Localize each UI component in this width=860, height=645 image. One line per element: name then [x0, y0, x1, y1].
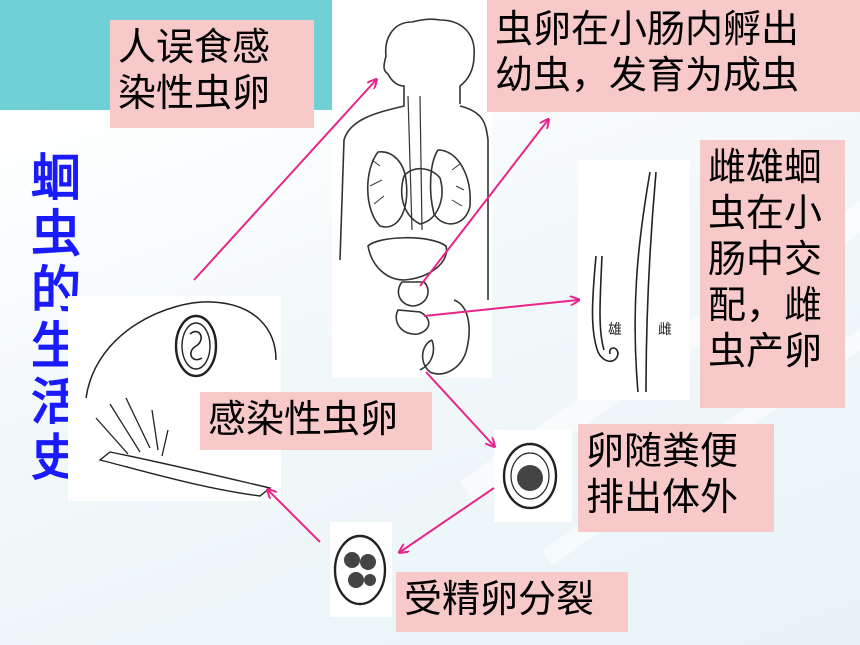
label-excrete: 卵随粪便 排出体外	[578, 424, 774, 532]
label-line: 虫在小	[708, 191, 823, 235]
arrow-infective	[268, 490, 321, 543]
excreted-egg-illustration	[502, 442, 558, 510]
label-line: 配，雌	[708, 283, 823, 327]
label-line: 排出体外	[586, 475, 739, 519]
human-body-illustration	[339, 18, 489, 375]
label-line: 虫产卵	[708, 329, 823, 373]
arrow-hatch	[419, 120, 548, 287]
label-infective-egg: 感染性虫卵	[200, 392, 432, 450]
female-worm-label: 雌	[658, 322, 672, 338]
label-line: 虫卵在小肠内孵出	[495, 7, 800, 51]
title-char: 蛔	[31, 149, 81, 207]
label-line: 感染性虫卵	[208, 397, 399, 441]
arrow-cleavage	[400, 487, 495, 552]
arrow-mate	[423, 300, 578, 317]
label-line: 幼虫，发育为成虫	[495, 53, 800, 97]
label-line: 受精卵分裂	[404, 577, 595, 621]
label-line: 卵随粪便	[586, 429, 739, 473]
label-mate: 雌雄蛔 虫在小 肠中交 配，雌 虫产卵	[700, 140, 845, 408]
label-line: 染性虫卵	[118, 71, 271, 115]
label-line: 肠中交	[708, 237, 823, 281]
arrow-excrete	[425, 371, 494, 446]
arrow-ingest	[193, 80, 376, 281]
cycle-arrows	[193, 80, 578, 552]
label-ingest: 人误食感 染性虫卵	[110, 20, 314, 128]
dividing-egg-illustration	[333, 534, 387, 606]
adult-worms-illustration	[591, 171, 657, 393]
male-worm-label: 雄	[608, 322, 622, 338]
label-cleavage: 受精卵分裂	[396, 572, 628, 632]
label-line: 雌雄蛔	[708, 145, 823, 189]
adult-worms-panel	[578, 160, 690, 400]
label-hatch: 虫卵在小肠内孵出 幼虫，发育为成虫	[487, 0, 860, 112]
label-line: 人误食感	[118, 25, 271, 69]
human-body-panel	[332, 0, 492, 378]
title-char: 虫	[31, 205, 81, 263]
